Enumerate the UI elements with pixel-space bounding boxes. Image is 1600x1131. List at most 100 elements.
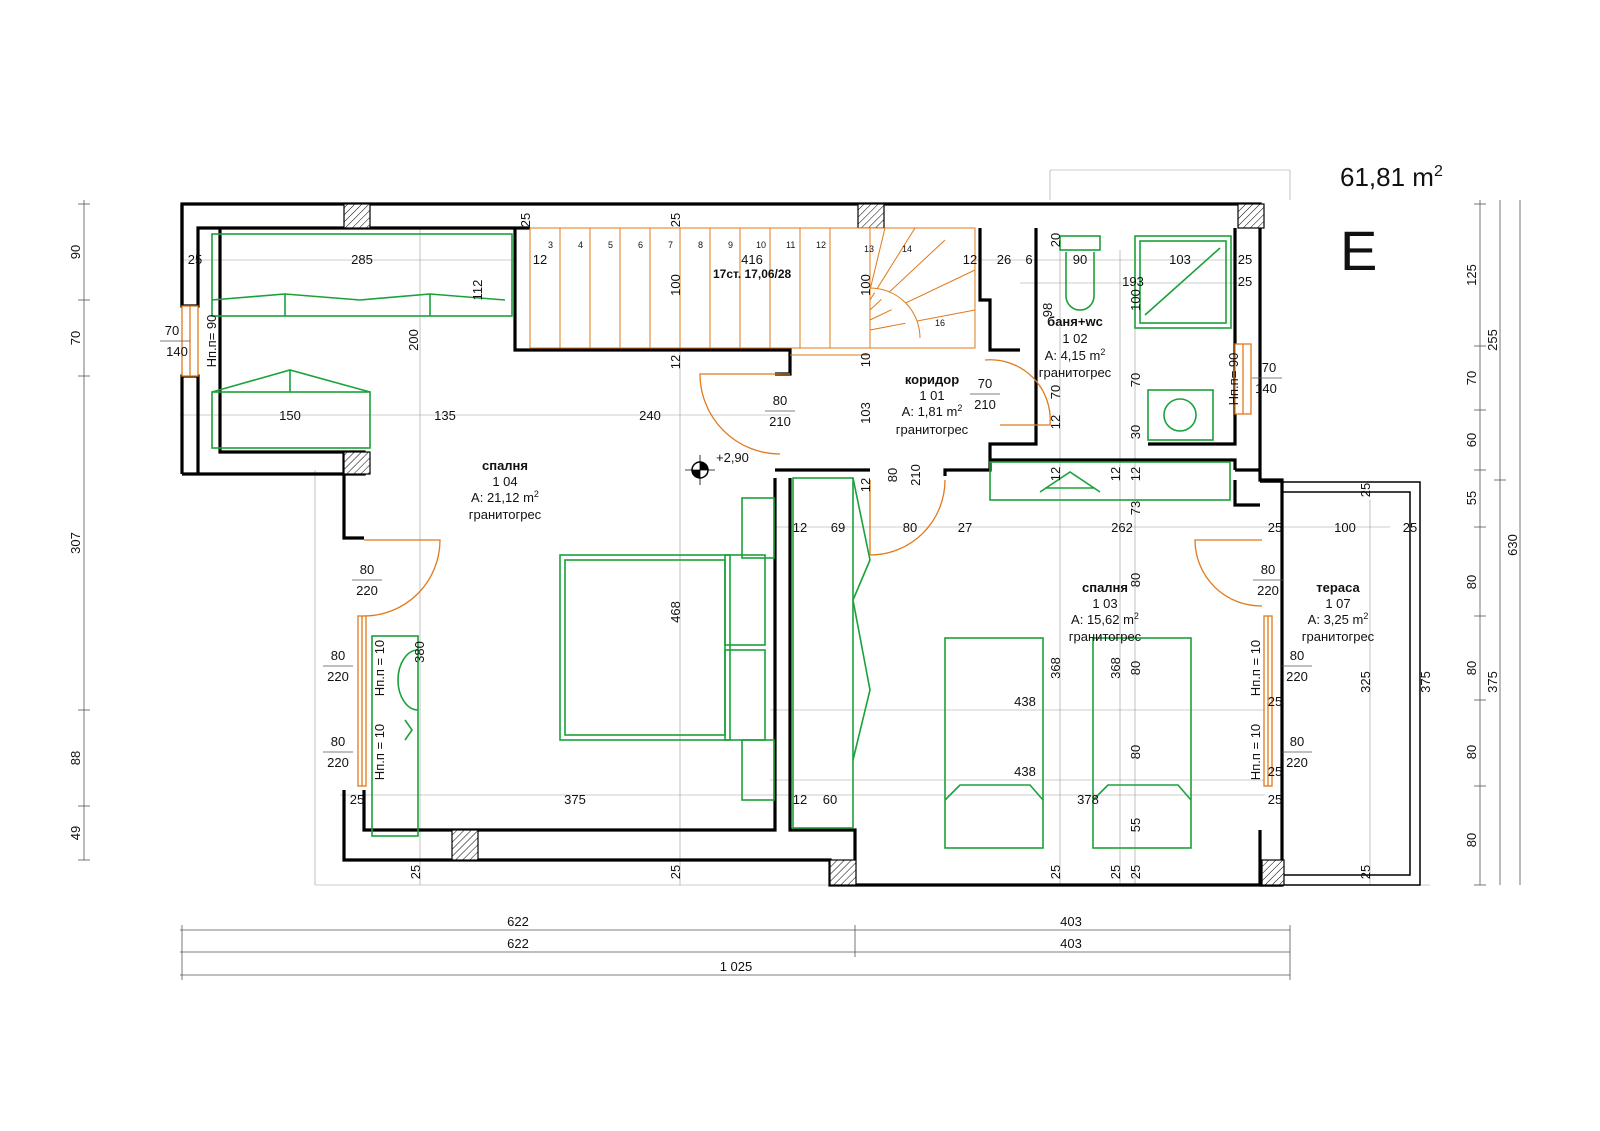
svg-text:25: 25 [350, 792, 364, 807]
svg-text:375: 375 [564, 792, 586, 807]
bath-sink-counter [989, 461, 1231, 501]
svg-text:1 03: 1 03 [1092, 596, 1117, 611]
stair-step-label: 5 [608, 240, 613, 250]
svg-text:80: 80 [1464, 745, 1479, 759]
svg-text:100: 100 [858, 274, 873, 296]
svg-text:25: 25 [1358, 483, 1373, 497]
svg-text:80: 80 [331, 648, 345, 663]
svg-text:1 02: 1 02 [1062, 331, 1087, 346]
svg-text:80: 80 [1464, 661, 1479, 675]
room-label-bedroom1: спалня 1 04 A: 21,12 m2 гранитогрес [469, 458, 542, 522]
svg-text:25: 25 [668, 213, 683, 227]
stair-step-label: 8 [698, 240, 703, 250]
svg-text:88: 88 [68, 751, 83, 765]
furniture [211, 233, 1232, 849]
stair-step-label: 3 [548, 240, 553, 250]
stair-step-label: 7 [668, 240, 673, 250]
svg-text:220: 220 [327, 755, 349, 770]
svg-text:80: 80 [331, 734, 345, 749]
svg-text:55: 55 [1464, 491, 1479, 505]
svg-text:12: 12 [1128, 467, 1143, 481]
svg-text:135: 135 [434, 408, 456, 423]
wardrobe-left [211, 391, 371, 449]
svg-text:Нп.п = 10: Нп.п = 10 [1248, 640, 1263, 696]
svg-text:тераса: тераса [1316, 580, 1360, 595]
svg-text:спалня: спалня [1082, 580, 1128, 595]
stair-step-label: 6 [638, 240, 643, 250]
svg-text:125: 125 [1464, 264, 1479, 286]
svg-text:25: 25 [1268, 792, 1282, 807]
svg-text:Нп.п= 90: Нп.п= 90 [1226, 353, 1241, 406]
svg-text:69: 69 [831, 520, 845, 535]
svg-text:гранитогрес: гранитогрес [896, 422, 969, 437]
svg-text:гранитогрес: гранитогрес [1069, 629, 1142, 644]
svg-text:90: 90 [1073, 252, 1087, 267]
svg-text:98: 98 [1040, 303, 1055, 317]
stair-step-label: 16 [935, 318, 945, 328]
washbasin [1147, 389, 1214, 441]
svg-text:25: 25 [1403, 520, 1417, 535]
svg-text:6: 6 [1025, 252, 1032, 267]
svg-text:70: 70 [68, 331, 83, 345]
svg-text:630: 630 [1505, 534, 1520, 556]
svg-text:12: 12 [1048, 415, 1063, 429]
svg-text:коридор: коридор [905, 372, 959, 387]
svg-text:70: 70 [1464, 371, 1479, 385]
svg-text:255: 255 [1485, 329, 1500, 351]
svg-text:70: 70 [1128, 373, 1143, 387]
guide-lines [180, 169, 1430, 886]
svg-text:25: 25 [1268, 694, 1282, 709]
double-bed [559, 554, 731, 741]
svg-text:80: 80 [1261, 562, 1275, 577]
svg-text:468: 468 [668, 601, 683, 623]
unit-letter: E [1340, 219, 1377, 282]
svg-text:80: 80 [885, 468, 900, 482]
stair-step-label: 14 [902, 244, 912, 254]
svg-text:368: 368 [1048, 657, 1063, 679]
svg-text:140: 140 [1255, 381, 1277, 396]
svg-text:220: 220 [327, 669, 349, 684]
svg-text:403: 403 [1060, 936, 1082, 951]
svg-text:210: 210 [974, 397, 996, 412]
window-tag: Нп.п = 10 [1248, 724, 1263, 780]
svg-text:416: 416 [741, 252, 763, 267]
svg-text:220: 220 [1286, 755, 1308, 770]
svg-text:60: 60 [823, 792, 837, 807]
svg-text:12: 12 [793, 792, 807, 807]
shower [1134, 235, 1232, 329]
room-label-terrace: тераса 1 07 A: 3,25 m2 гранитогрес [1302, 580, 1375, 644]
svg-text:20: 20 [1048, 233, 1063, 247]
svg-text:80: 80 [1290, 648, 1304, 663]
stair-step-label: 13 [864, 244, 874, 254]
svg-text:103: 103 [1169, 252, 1191, 267]
svg-text:73: 73 [1128, 501, 1143, 515]
svg-text:49: 49 [68, 826, 83, 840]
svg-text:25: 25 [1128, 865, 1143, 879]
toilet-tank [1059, 235, 1101, 251]
svg-text:25: 25 [1108, 865, 1123, 879]
stair-caption: 17ст. 17,06/28 [713, 267, 792, 281]
window-tag: Нп.п = 10 [372, 724, 387, 780]
svg-text:438: 438 [1014, 764, 1036, 779]
staircase: 3 4 5 6 7 8 9 10 11 12 13 14 16 17ст. 17… [529, 227, 976, 356]
room-label-corridor: коридор 1 01 A: 1,81 m2 гранитогрес [896, 372, 969, 437]
svg-text:1 025: 1 025 [720, 959, 753, 974]
svg-text:гранитогрес: гранитогрес [1039, 365, 1112, 380]
left-dimension-chain: 90 70 307 88 49 [68, 200, 90, 861]
svg-text:Нп.п = 10: Нп.п = 10 [1248, 724, 1263, 780]
svg-text:200: 200 [406, 329, 421, 351]
bottom-dimension-chain: 622 403 622 403 1 025 [180, 914, 1291, 980]
svg-text:140: 140 [166, 344, 188, 359]
svg-text:12: 12 [668, 355, 683, 369]
svg-text:25: 25 [1238, 274, 1252, 289]
svg-text:438: 438 [1014, 694, 1036, 709]
closet-corridor [792, 477, 854, 829]
svg-text:25: 25 [668, 865, 683, 879]
svg-text:A: 1,81 m2: A: 1,81 m2 [902, 403, 963, 419]
svg-text:12: 12 [963, 252, 977, 267]
